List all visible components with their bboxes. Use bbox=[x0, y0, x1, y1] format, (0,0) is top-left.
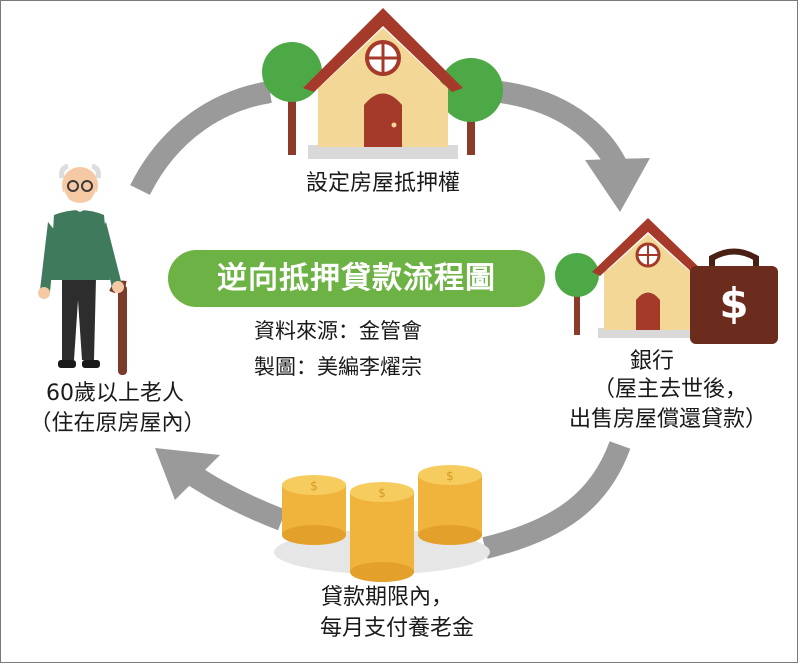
elderly-label-line2: （住在原房屋內） bbox=[29, 411, 206, 436]
arrow-head-to-elderly bbox=[155, 448, 220, 500]
arrow-elderly-to-house bbox=[130, 81, 272, 196]
house-with-trees-icon bbox=[262, 8, 503, 159]
dollar-sign: $ bbox=[719, 279, 748, 328]
bank-note-line2: 出售房屋償還貸款） bbox=[568, 407, 767, 432]
elderly-man-icon bbox=[38, 163, 127, 375]
bank-label: 銀行 bbox=[629, 349, 674, 374]
arrow-bank-to-coins bbox=[482, 441, 631, 559]
payment-label-line2: 每月支付養老金 bbox=[319, 616, 474, 641]
arrow-head-to-bank bbox=[585, 158, 650, 212]
elderly-label-line1: 60歲以上老人 bbox=[46, 381, 184, 406]
bank-note-line1: （屋主去世後， bbox=[592, 377, 747, 402]
source-credit: 資料來源：金管會 bbox=[254, 319, 422, 343]
svg-text:$: $ bbox=[446, 469, 454, 483]
arrow-house-to-bank bbox=[498, 81, 628, 174]
chart-credit: 製圖：美編李燿宗 bbox=[254, 355, 422, 379]
payment-label-line1: 貸款期限內， bbox=[320, 585, 453, 610]
coin-stacks-icon: $ $ $ bbox=[274, 465, 490, 582]
title-banner bbox=[168, 250, 545, 307]
house-and-money-bag-icon bbox=[555, 218, 778, 344]
mortgage-label: 設定房屋抵押權 bbox=[305, 171, 460, 196]
diagram-title: 逆向抵押貸款流程圖 bbox=[217, 261, 496, 296]
svg-text:$: $ bbox=[378, 486, 386, 500]
svg-text:$: $ bbox=[310, 479, 318, 493]
